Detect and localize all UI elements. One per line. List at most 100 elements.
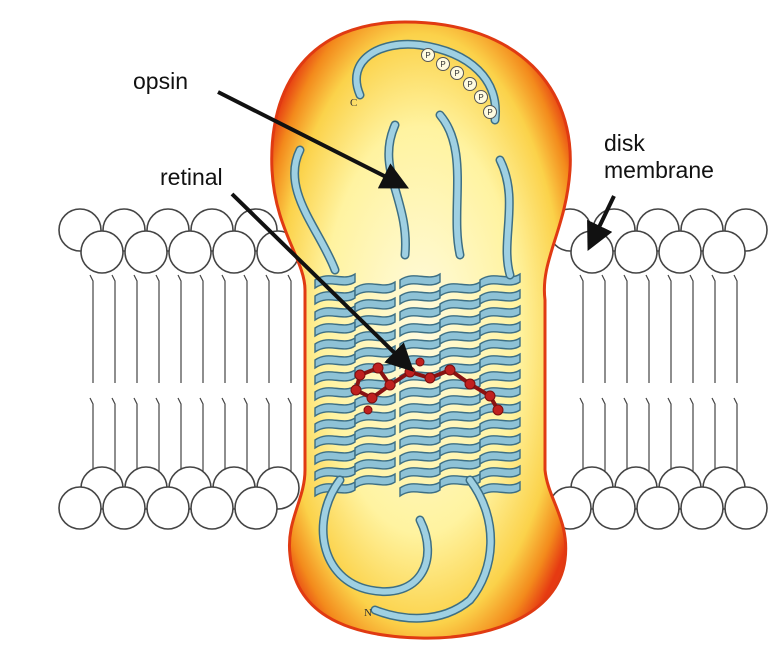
lipid-tail: [111, 274, 116, 383]
phospholipid-head-icon: [212, 230, 256, 274]
ribbon-helix-icon: [479, 448, 521, 466]
ribbon-helix-icon: [399, 272, 441, 290]
ribbon-helix-icon: [354, 280, 396, 298]
disk-membrane-label: disk membrane: [604, 130, 714, 184]
ribbon-helix-icon: [399, 432, 441, 450]
lipid-tail: [221, 397, 226, 482]
lipid-tail: [623, 274, 628, 383]
phospholipid-head-icon: [614, 230, 658, 274]
ribbon-helix-icon: [354, 472, 396, 490]
ribbon-helix-icon: [479, 304, 521, 322]
ribbon-helix-icon: [439, 344, 481, 362]
ribbon-helix-icon: [479, 288, 521, 306]
lipid-tail: [689, 274, 694, 383]
lipid-tail: [89, 274, 94, 383]
ribbon-helix-icon: [314, 432, 356, 450]
lipid-tail: [243, 397, 248, 482]
ribbon-helix-icon: [399, 288, 441, 306]
ribbon-helix-icon: [479, 416, 521, 434]
ribbon-helix-icon: [399, 400, 441, 418]
ribbon-helix-icon: [439, 296, 481, 314]
lipid-tail: [155, 274, 160, 383]
ribbon-helix-icon: [399, 464, 441, 482]
lipid-tail: [579, 397, 584, 482]
phospholipid-head-icon: [636, 486, 680, 530]
ribbon-helix-icon: [479, 352, 521, 370]
phosphate-mark: P: [440, 60, 445, 69]
phosphate-mark: P: [478, 93, 483, 102]
ribbon-helix-icon: [314, 448, 356, 466]
ribbon-helix-icon: [479, 320, 521, 338]
lipid-tail: [645, 397, 650, 482]
phosphate-mark: P: [425, 51, 430, 60]
ribbon-helix-icon: [399, 320, 441, 338]
ribbon-helix-icon: [439, 328, 481, 346]
lipid-tail: [601, 397, 606, 482]
ribbon-helix-icon: [354, 296, 396, 314]
lipid-tail: [645, 274, 650, 383]
lipid-tail: [733, 274, 738, 383]
ribbon-helix-icon: [354, 440, 396, 458]
phosphate-icon: [474, 90, 488, 104]
retinal-label: retinal: [160, 164, 223, 190]
opsin-arrow: [217, 90, 409, 189]
ribbon-helix-icon: [439, 312, 481, 330]
c-terminus-mark: C: [350, 97, 357, 109]
ribbon-helix-icon: [479, 336, 521, 354]
n-terminus-mark: N: [364, 607, 372, 619]
phospholipid-head-icon: [80, 230, 124, 274]
lipid-tail: [177, 397, 182, 482]
lipid-tail: [199, 274, 204, 383]
ribbon-helix-icon: [399, 384, 441, 402]
lipid-tail: [623, 397, 628, 482]
lipid-tail: [243, 274, 248, 383]
retinal-chromophore: [350, 357, 504, 416]
ribbon-helix-icon: [354, 456, 396, 474]
disk-membrane-arrow: [587, 195, 616, 252]
phosphate-icon: [463, 77, 477, 91]
ribbon-helix-icon: [314, 320, 356, 338]
ribbon-helix-icon: [439, 280, 481, 298]
phospholipid-head-icon: [168, 230, 212, 274]
ribbon-helix-icon: [399, 416, 441, 434]
lipid-tail: [133, 274, 138, 383]
lipid-tail: [711, 274, 716, 383]
lipid-tail: [689, 397, 694, 482]
lipid-tail: [199, 397, 204, 482]
lipid-tail: [667, 397, 672, 482]
phosphate-mark: P: [454, 69, 459, 78]
phosphate-icon: [421, 48, 435, 62]
lipid-tail: [133, 397, 138, 482]
lipid-tail: [89, 397, 94, 482]
lipid-tail: [177, 274, 182, 383]
phospholipid-head-icon: [234, 486, 278, 530]
ribbon-helix-icon: [314, 400, 356, 418]
phospholipid-head-icon: [58, 486, 102, 530]
lipid-tail: [733, 397, 738, 482]
lipid-tail: [287, 397, 292, 482]
lipid-tail: [711, 397, 716, 482]
phospholipid-head-icon: [592, 486, 636, 530]
ribbon-helix-icon: [479, 432, 521, 450]
ribbon-helix-icon: [399, 480, 441, 498]
ribbon-helix-icon: [439, 392, 481, 410]
phosphate-mark: P: [467, 80, 472, 89]
ribbon-helix-icon: [479, 464, 521, 482]
ribbon-helix-icon: [354, 328, 396, 346]
phosphate-icon: [483, 105, 497, 119]
phospholipid-head-icon: [124, 230, 168, 274]
phosphate-icon: [450, 66, 464, 80]
phospholipid-head-icon: [702, 230, 746, 274]
ribbon-helix-icon: [479, 368, 521, 386]
lipid-tail: [579, 274, 584, 383]
ribbon-helix-icon: [479, 480, 521, 498]
lipid-tail: [287, 274, 292, 383]
lipid-tail: [601, 274, 606, 383]
ribbon-helix-icon: [399, 304, 441, 322]
phospholipid-head-icon: [680, 486, 724, 530]
ribbon-helix-icon: [439, 456, 481, 474]
lipid-tail: [111, 397, 116, 482]
